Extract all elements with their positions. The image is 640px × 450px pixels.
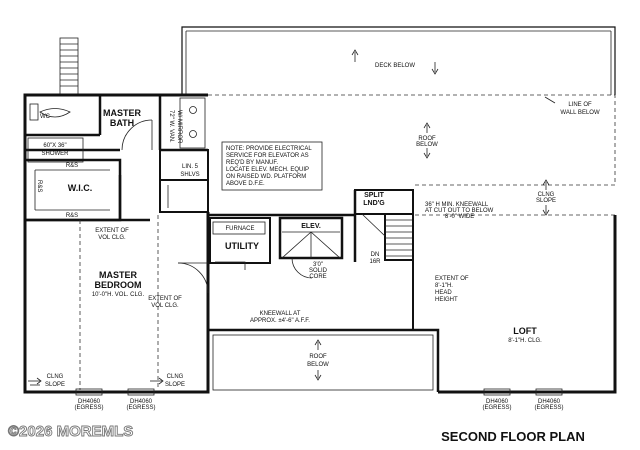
roof-below-top-label-2: BELOW bbox=[416, 142, 438, 148]
plan-title: SECOND FLOOR PLAN bbox=[441, 429, 585, 444]
split-landing-label-2: LND'G bbox=[363, 200, 385, 207]
master-bath-label: MASTER bbox=[103, 108, 142, 118]
deck bbox=[181, 26, 616, 95]
utility-elevator bbox=[208, 190, 357, 279]
extent-vol-b-label-2: VOL CLG. bbox=[151, 303, 179, 309]
extent-head-label-2: 8'-1"H. bbox=[435, 283, 453, 289]
vanity-label: 72" W. VAN. bbox=[168, 110, 174, 143]
master-bath-label-2: BATH bbox=[110, 118, 134, 128]
roof-below-top bbox=[208, 94, 616, 216]
window-2-label: DH4060 bbox=[130, 399, 153, 405]
stair bbox=[354, 189, 414, 330]
window-1-label: DH4060 bbox=[78, 399, 101, 405]
wic-label: W.I.C. bbox=[68, 183, 93, 193]
extent-vol-a-label: EXTENT OF bbox=[95, 228, 129, 234]
labels: MASTER BATH WC 60"X 36" SHOWER 72" W. VA… bbox=[8, 63, 600, 444]
window-3-label-2: (EGRESS) bbox=[482, 405, 511, 411]
shower-label: 60"X 36" bbox=[43, 143, 66, 149]
window-4-label: DH4060 bbox=[538, 399, 561, 405]
linen-label: LIN. 5 bbox=[182, 164, 199, 170]
kneewall-top-line-3: 8'-0" WIDE bbox=[445, 214, 474, 220]
bedroom-door bbox=[177, 262, 209, 294]
window-3-label: DH4060 bbox=[486, 399, 509, 405]
watermark: ©2026 MOREMLS bbox=[8, 423, 133, 440]
clng-slope-mid-label: CLNG bbox=[167, 374, 184, 380]
wc-label: WC bbox=[40, 114, 51, 120]
roof-below-top-label: ROOF bbox=[418, 136, 436, 142]
electrical-note-line-4: LOCATE ELEV. MECH. EQUIP bbox=[226, 167, 309, 173]
kneewall-bottom-label: KNEEWALL AT bbox=[260, 311, 301, 317]
solid-core-label-2: SOLID bbox=[309, 268, 328, 274]
electrical-note-line-6: ABOVE D.F.E. bbox=[226, 181, 265, 187]
clng-slope-left-label-2: SLOPE bbox=[45, 382, 65, 388]
vanity-label-2: W/ MIRROR bbox=[176, 110, 182, 144]
split-landing-label: SPLIT bbox=[364, 192, 385, 199]
wic-walls bbox=[23, 158, 150, 222]
kneewall-top-line-2: AT CUT OUT TO BELOW bbox=[425, 208, 494, 214]
solid-core-label-3: CORE bbox=[309, 274, 326, 280]
master-bedroom-label: MASTER bbox=[99, 270, 138, 280]
clng-slope-right-label: CLNG bbox=[538, 192, 555, 198]
shower-label-2: SHOWER bbox=[42, 151, 70, 157]
rs-top-label: R&S bbox=[66, 163, 78, 169]
rs-bottom-label: R&S bbox=[66, 213, 78, 219]
linen-closet bbox=[159, 149, 209, 213]
master-bedroom-clg: 10'-0"H. VOL. CLG. bbox=[92, 292, 145, 298]
extent-head-label-3: HEAD bbox=[435, 290, 452, 296]
window-2-label-2: (EGRESS) bbox=[126, 405, 155, 411]
electrical-note-box bbox=[221, 141, 323, 191]
down-label: DN bbox=[371, 252, 380, 258]
clng-slope-right-label-2: SLOPE bbox=[536, 198, 556, 204]
deck-below-label: DECK BELOW bbox=[375, 63, 415, 69]
furnace-label: FURNACE bbox=[225, 226, 254, 232]
loft-clg: 8'-1"H. CLG. bbox=[508, 338, 542, 344]
direction-arrows bbox=[28, 49, 556, 385]
kneewall-top-line-1: 36" H MIN. KNEEWALL bbox=[425, 202, 489, 208]
electrical-note-line-2: SERVICE FOR ELEVATOR AS bbox=[226, 153, 309, 159]
extent-vol-b-label: EXTENT OF bbox=[148, 296, 182, 302]
master-bedroom-label-2: BEDROOM bbox=[95, 280, 142, 290]
vol-ceiling-lines bbox=[30, 215, 159, 390]
clng-slope-mid-label-2: SLOPE bbox=[165, 382, 185, 388]
utility-label: UTILITY bbox=[225, 241, 259, 251]
window-1-label-2: (EGRESS) bbox=[74, 405, 103, 411]
solid-core-label: 3'0" bbox=[313, 262, 323, 268]
elevator-label: ELEV. bbox=[301, 223, 321, 230]
exterior-walls bbox=[23, 93, 617, 394]
kneewall-bottom-label-2: APPROX. ±4'-6" A.F.F. bbox=[250, 318, 310, 324]
clng-slope-left-label: CLNG bbox=[47, 374, 64, 380]
rs-side-label: R&S bbox=[36, 180, 42, 192]
electrical-note-line-5: ON RAISED WD. PLATFORM bbox=[226, 174, 306, 180]
down-label-2: 16R bbox=[369, 259, 381, 265]
roof-below-bottom-label: ROOF bbox=[309, 354, 327, 360]
line-of-wall-label-2: WALL BELOW bbox=[560, 110, 600, 116]
extent-head-label: EXTENT OF bbox=[435, 276, 469, 282]
linen-label-2: SHLVS bbox=[180, 172, 199, 178]
extent-vol-a-label-2: VOL CLG. bbox=[98, 235, 126, 241]
line-of-wall-label: LINE OF bbox=[568, 102, 592, 108]
extent-head-label-4: HEIGHT bbox=[435, 297, 458, 303]
window-4-label-2: (EGRESS) bbox=[534, 405, 563, 411]
electrical-note-line-3: REQ'D BY MANUF. bbox=[226, 160, 278, 166]
roof-below-bottom-label-2: BELOW bbox=[307, 362, 329, 368]
exterior-stair bbox=[59, 37, 79, 96]
electrical-note-line-1: NOTE: PROVIDE ELECTRICAL bbox=[226, 146, 312, 152]
loft-label: LOFT bbox=[513, 326, 537, 336]
bottom-windows bbox=[75, 388, 563, 396]
